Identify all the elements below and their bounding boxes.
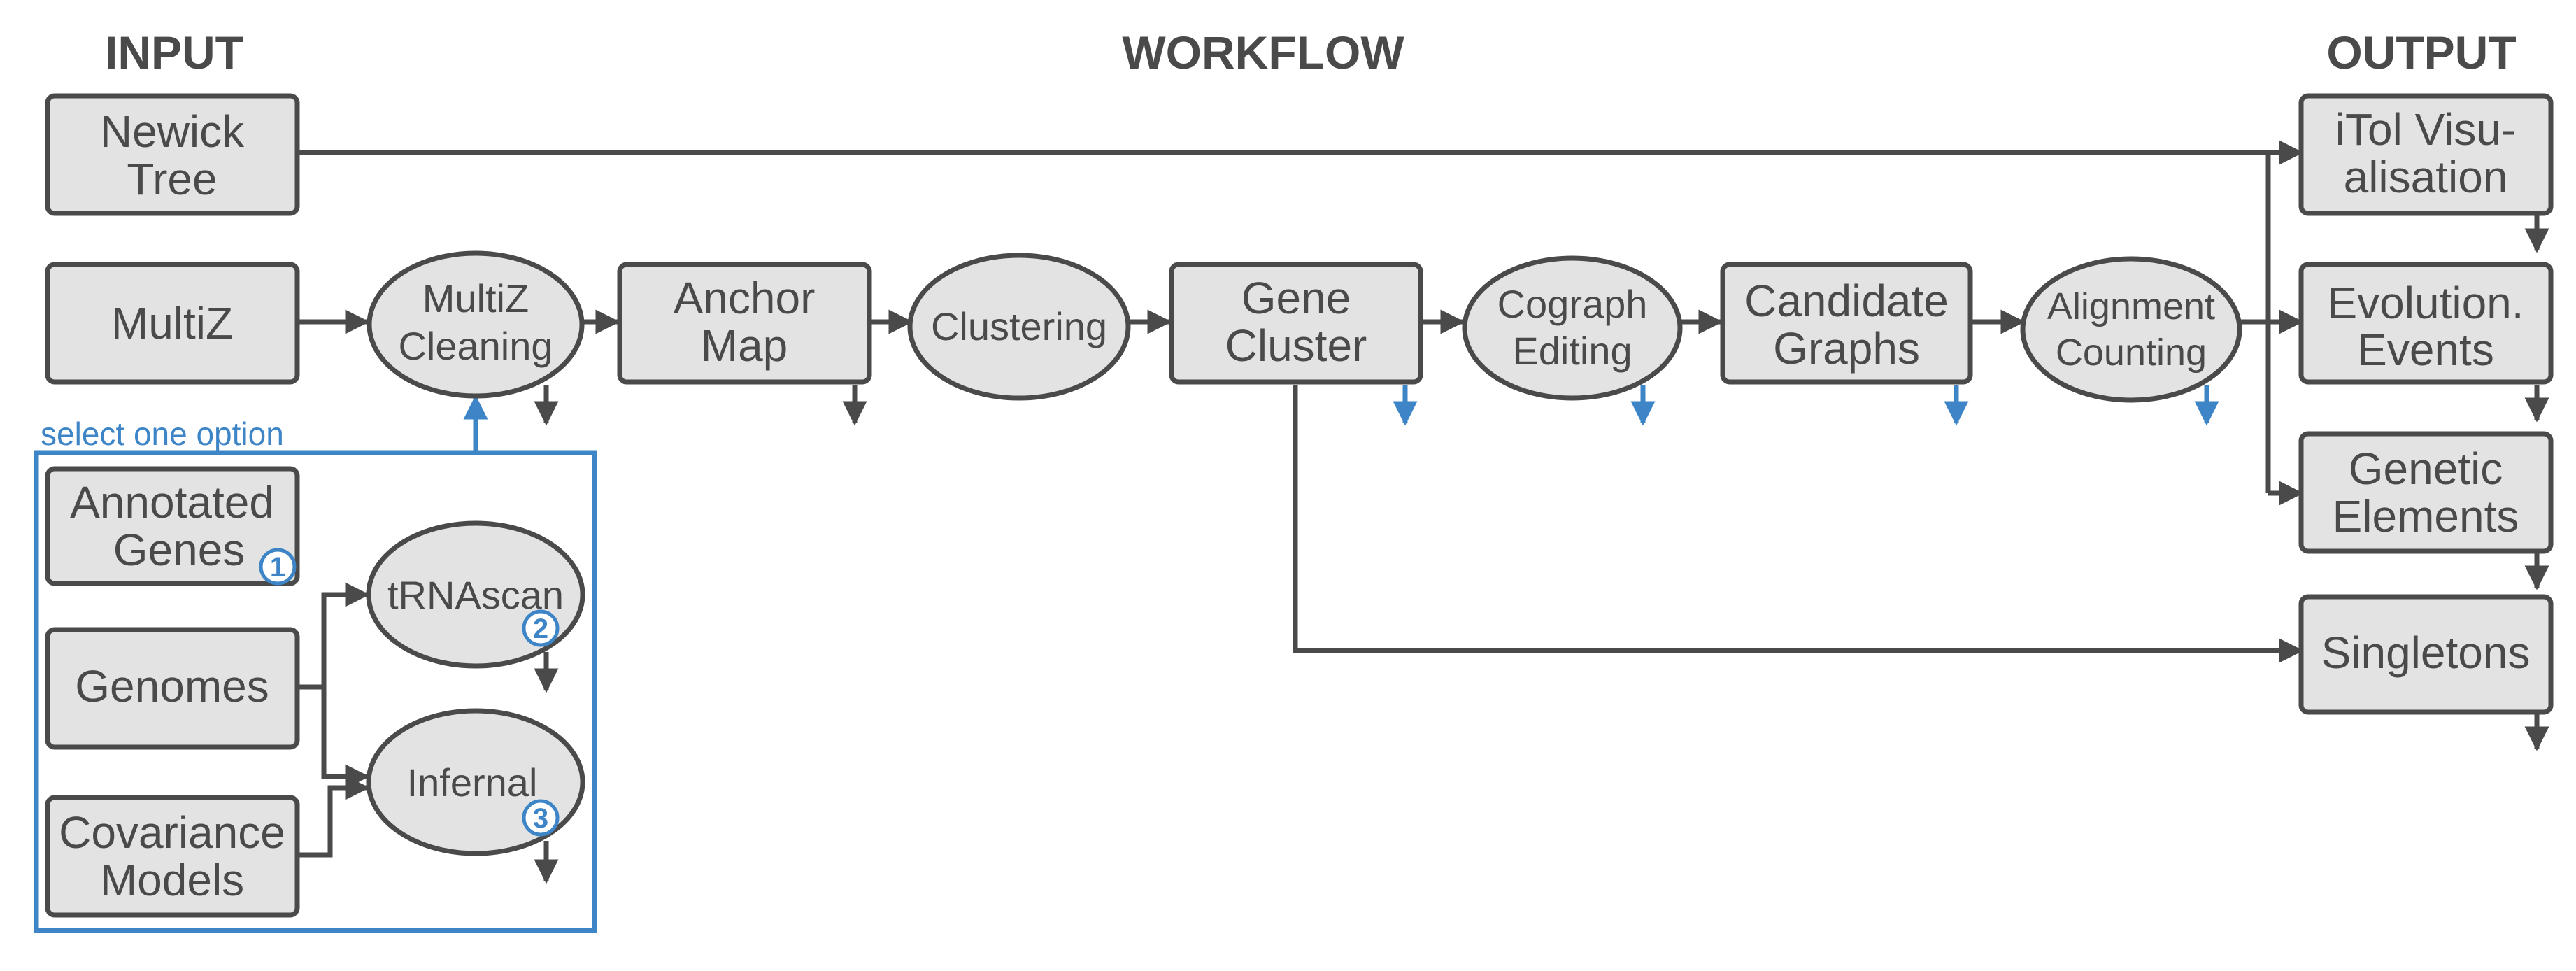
genetic-elements-line2: Elements <box>2333 491 2519 541</box>
node-genomes: Genomes <box>45 627 300 750</box>
edge-genomes-to-trnascan <box>297 582 370 690</box>
badge-2-text: 2 <box>533 614 548 644</box>
node-annotated-genes: Annotated Genes <box>45 466 300 586</box>
node-multiz-cleaning: MultiZ Cleaning <box>367 250 585 399</box>
edge-genomes-to-infernal <box>321 687 370 789</box>
candidate-graphs-line1: Candidate <box>1744 276 1949 326</box>
output-header: OUTPUT <box>2326 27 2516 78</box>
infernal-label: Infernal <box>407 760 538 805</box>
node-clustering: Clustering <box>907 253 1131 401</box>
node-evolution-events: Evolution. Events <box>2298 262 2554 385</box>
clustering-label: Clustering <box>931 304 1107 348</box>
annotated-genes-line2: Genes <box>113 525 245 575</box>
newick-tree-line2: Tree <box>127 154 217 204</box>
multiz-cleaning-line1: MultiZ <box>422 276 529 320</box>
node-itol-visualisation: iTol Visu- alisation <box>2298 93 2554 216</box>
node-covariance-models: Covariance Models <box>45 795 300 918</box>
evolution-events-line1: Evolution. <box>2327 278 2524 328</box>
annotated-genes-line1: Annotated <box>70 477 274 527</box>
node-trnascan: tRNAscan <box>366 520 585 669</box>
multiz-label: MultiZ <box>111 298 233 348</box>
node-gene-cluster: Gene Cluster <box>1169 262 1423 385</box>
gene-cluster-line1: Gene <box>1241 273 1351 323</box>
covariance-models-line1: Covariance <box>59 807 285 858</box>
singletons-label: Singletons <box>2321 628 2531 678</box>
cograph-editing-line2: Editing <box>1512 329 1632 373</box>
cograph-editing-line1: Cograph <box>1497 282 1648 326</box>
badge-1-text: 1 <box>270 552 285 583</box>
itol-line2: alisation <box>2344 152 2508 202</box>
select-option-label: select one option <box>41 416 284 452</box>
badge-3-text: 3 <box>533 803 548 834</box>
multiz-cleaning-line2: Cleaning <box>398 324 553 368</box>
node-multiz: MultiZ <box>45 262 300 385</box>
node-cograph-editing: Cograph Editing <box>1462 255 1683 401</box>
trnascan-label: tRNAscan <box>387 573 564 617</box>
edge-covariance-to-infernal <box>297 775 370 858</box>
select-option-frame <box>34 450 597 933</box>
gene-cluster-line2: Cluster <box>1225 320 1367 371</box>
anchor-map-line1: Anchor <box>674 273 816 323</box>
input-header: INPUT <box>105 27 243 78</box>
genetic-elements-line1: Genetic <box>2349 444 2503 494</box>
node-newick-tree: Newick Tree <box>45 93 300 216</box>
badge-3: 3 <box>522 799 560 837</box>
anchor-map-line2: Map <box>701 320 788 371</box>
newick-tree-line1: Newick <box>100 106 245 157</box>
node-anchor-map: Anchor Map <box>617 262 872 385</box>
node-candidate-graphs: Candidate Graphs <box>1720 262 1973 385</box>
node-genetic-elements: Genetic Elements <box>2298 431 2554 554</box>
evolution-events-line2: Events <box>2357 325 2494 375</box>
genomes-label: Genomes <box>75 661 269 711</box>
node-singletons: Singletons <box>2298 594 2554 715</box>
alignment-counting-line2: Counting <box>2056 332 2207 374</box>
badge-1: 1 <box>259 548 297 586</box>
itol-line1: iTol Visu- <box>2335 104 2516 155</box>
badge-2: 2 <box>522 609 560 647</box>
covariance-models-line2: Models <box>100 855 244 905</box>
edge-gene-cluster-to-singletons <box>1293 385 2304 663</box>
node-alignment-counting: Alignment Counting <box>2020 256 2242 403</box>
workflow-header: WORKFLOW <box>1122 27 1404 78</box>
alignment-counting-line1: Alignment <box>2047 285 2215 327</box>
candidate-graphs-line2: Graphs <box>1773 323 1920 374</box>
